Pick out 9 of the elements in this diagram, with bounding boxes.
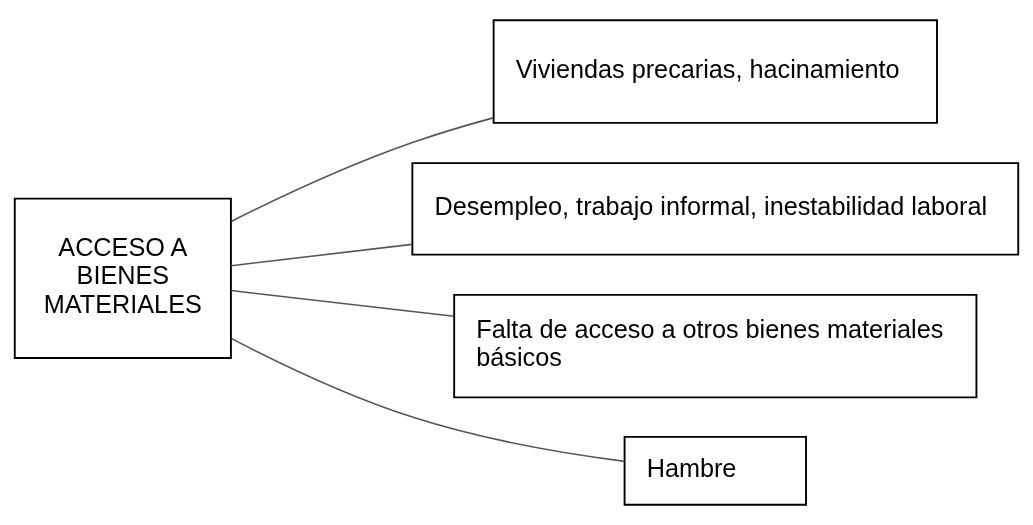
connector (230, 243, 413, 267)
connector (230, 337, 626, 463)
node-box: Hambre (623, 435, 807, 506)
node-box: Viviendas precarias, hacinamiento (492, 19, 938, 124)
connector (230, 289, 455, 318)
node-box: Desempleo, trabajo informal, inestabilidad laboral (411, 162, 1020, 256)
connector (230, 117, 495, 223)
node-box: ACCESO A BIENES MATERIALES (13, 197, 232, 359)
node-box: Falta de acceso a otros bienes materiales básicos (453, 293, 978, 399)
